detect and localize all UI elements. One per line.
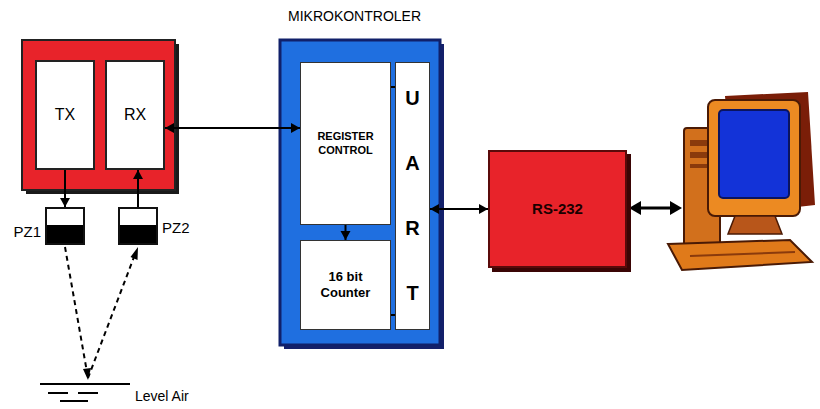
keyboard-keys [690, 252, 795, 256]
level-label: Level Air [135, 388, 189, 404]
register-box: REGISTER CONTROL [300, 62, 391, 225]
arrow-head [670, 201, 682, 215]
arrow-head [165, 123, 174, 133]
rs232-box: RS-232 [488, 150, 627, 268]
water-level-symbol [60, 400, 88, 402]
box-label: TX [51, 103, 79, 126]
water-level-symbol [48, 392, 68, 394]
serial-link [638, 207, 672, 210]
box-label: 16 bit Counter [301, 267, 390, 302]
keyboard [668, 240, 812, 270]
microcontroller-body [280, 40, 440, 345]
arrow-head [430, 204, 439, 214]
monitor-stand [728, 216, 782, 234]
arrow-head [341, 231, 351, 240]
piezo-transducer: PZ2 [118, 207, 158, 245]
connector [133, 170, 143, 207]
arrow-head [629, 201, 641, 215]
arrow-head [291, 123, 300, 133]
piezo-transducer: PZ1 [45, 207, 85, 245]
part-label: PZ1 [13, 223, 41, 241]
arrow-head [60, 198, 70, 207]
block-heading: MIKROKONTROLER [288, 8, 421, 25]
transceiver-module [22, 40, 175, 190]
connector [165, 123, 300, 133]
microcontroller: MIKROKONTROLERREGISTER CONTROL16 bit Cou… [280, 40, 440, 345]
water-level-symbol [40, 383, 130, 385]
ultrasonic-path [88, 257, 134, 378]
arrow-head [479, 204, 488, 214]
box-label: U A R T [403, 66, 423, 326]
counter-box: 16 bit Counter [300, 240, 391, 330]
monitor-screen [719, 110, 789, 198]
arrow-head [133, 170, 143, 179]
mcu-shadow [284, 44, 444, 349]
connector [341, 225, 351, 240]
box-label: REGISTER CONTROL [301, 128, 390, 158]
rx-box: RX [105, 60, 165, 170]
box-label: RX [120, 103, 150, 126]
arrow-head [83, 368, 91, 380]
ultrasonic-path [65, 247, 88, 378]
uart-column: U A R T [395, 62, 430, 330]
monitor-frame [708, 100, 800, 216]
connector [60, 170, 70, 207]
computer-icon [668, 92, 815, 270]
part-label: PZ2 [162, 219, 190, 237]
arrow-head [131, 247, 139, 260]
connector [430, 204, 488, 214]
tx-box: TX [35, 60, 95, 170]
connector-line [165, 127, 300, 129]
water-level-symbol [78, 392, 98, 394]
box-label: RS-232 [528, 198, 587, 220]
